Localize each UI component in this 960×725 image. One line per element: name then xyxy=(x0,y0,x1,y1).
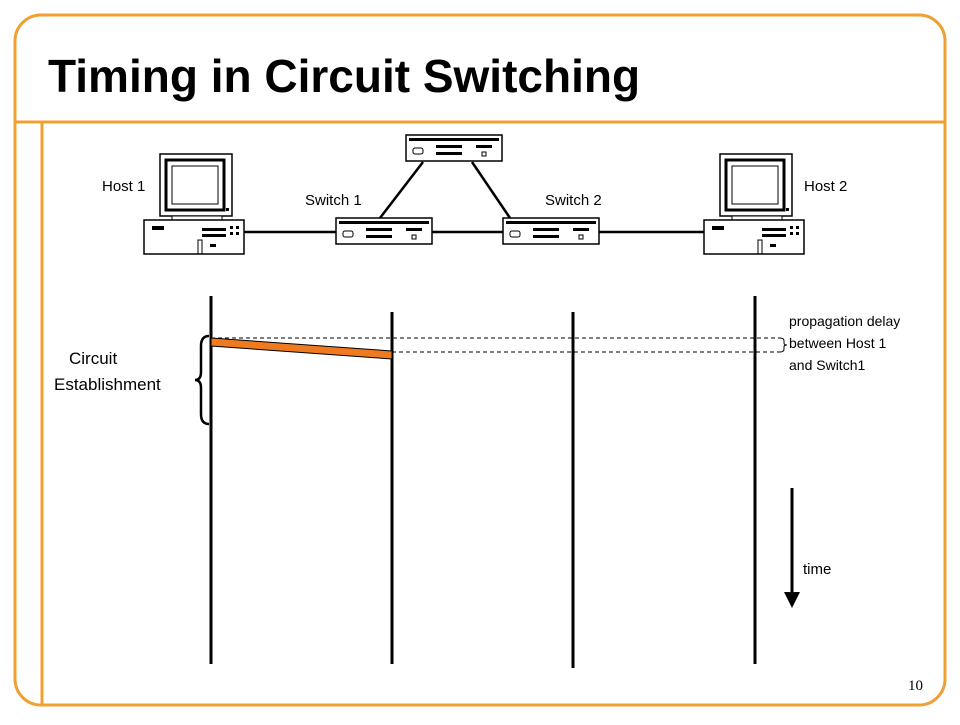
host-1-computer-icon xyxy=(142,152,246,256)
propagation-delay-line2: between Host 1 xyxy=(789,335,886,351)
circuit-establishment-brace xyxy=(194,334,210,426)
top-switch-icon xyxy=(405,134,503,162)
switch-1-icon xyxy=(335,217,433,245)
propagation-delay-line3: and Switch1 xyxy=(789,357,865,373)
host-2-label: Host 2 xyxy=(804,178,847,195)
circuit-establishment-signal xyxy=(210,337,393,360)
switch-1-label: Switch 1 xyxy=(305,192,362,209)
network-links xyxy=(242,161,705,234)
propagation-delay-guides xyxy=(211,337,788,353)
time-label: time xyxy=(803,561,831,578)
timelines xyxy=(209,296,757,668)
page-number: 10 xyxy=(908,678,923,694)
switch-2-label: Switch 2 xyxy=(545,192,602,209)
switch-2-icon xyxy=(502,217,600,245)
host-2-computer-icon xyxy=(702,152,806,256)
circuit-establishment-label-line2: Establishment xyxy=(54,375,161,394)
host-1-label: Host 1 xyxy=(102,178,145,195)
time-arrow-icon xyxy=(784,488,800,608)
circuit-establishment-label-line1: Circuit xyxy=(69,349,117,368)
slide-title: Timing in Circuit Switching xyxy=(48,50,640,102)
slide-frame xyxy=(13,13,947,707)
propagation-delay-line1: propagation delay xyxy=(789,313,900,329)
